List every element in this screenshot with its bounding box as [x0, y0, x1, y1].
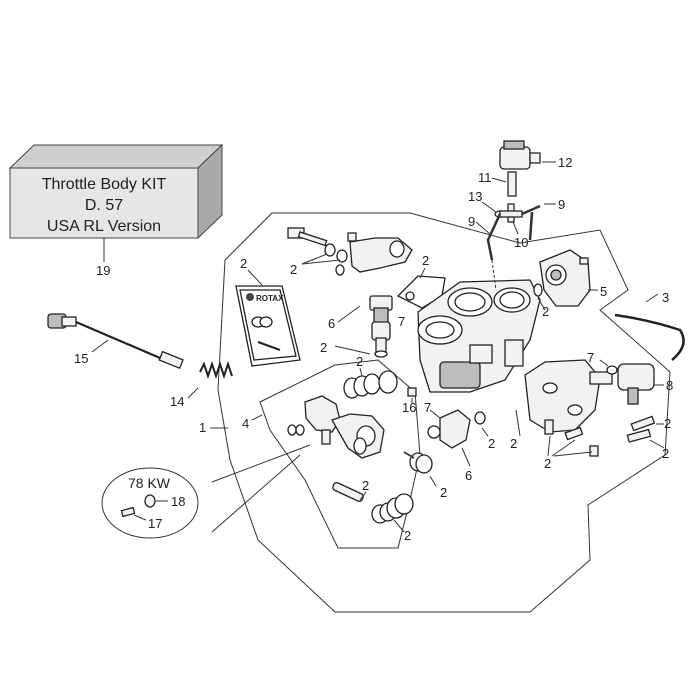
- bracket[interactable]: [396, 275, 446, 309]
- manual-booklet[interactable]: ROTAX: [235, 285, 301, 367]
- throttle-lever-top[interactable]: [347, 232, 413, 273]
- callout-4[interactable]: 4: [242, 416, 249, 431]
- screw-bottom-center[interactable]: [544, 419, 599, 457]
- callout-6-a[interactable]: 6: [328, 316, 335, 331]
- throttle-body[interactable]: [417, 279, 541, 393]
- callout-6-b[interactable]: 6: [465, 468, 472, 483]
- small-screw[interactable]: [120, 506, 136, 518]
- callout-2-k[interactable]: 2: [356, 354, 363, 369]
- callout-2-j[interactable]: 2: [488, 436, 495, 451]
- callout-3[interactable]: 3: [662, 290, 669, 305]
- callout-2-l[interactable]: 2: [440, 485, 447, 500]
- callout-16[interactable]: 16: [402, 400, 416, 415]
- screw-right-b[interactable]: [626, 428, 652, 443]
- callout-2-f[interactable]: 2: [664, 416, 671, 431]
- screw-right-a[interactable]: [630, 415, 656, 432]
- callout-2-d[interactable]: 2: [320, 340, 327, 355]
- fuel-rail[interactable]: [524, 359, 613, 433]
- callout-7-c[interactable]: 7: [424, 400, 431, 415]
- callout-13[interactable]: 13: [468, 189, 482, 204]
- pressure-regulator[interactable]: [617, 363, 655, 405]
- sensor-stem[interactable]: [507, 171, 517, 197]
- callout-17[interactable]: 17: [148, 516, 162, 531]
- callout-7-a[interactable]: 7: [398, 314, 405, 329]
- variant-label: 78 KW: [128, 475, 171, 491]
- callout-12[interactable]: 12: [558, 155, 572, 170]
- return-spring[interactable]: [199, 360, 233, 380]
- fuel-injector-right[interactable]: [427, 409, 471, 449]
- throttle-position-sensor[interactable]: [539, 249, 591, 307]
- spring-mid[interactable]: [403, 451, 433, 474]
- throttle-cable[interactable]: [47, 313, 184, 370]
- pin[interactable]: [407, 387, 417, 397]
- callout-9-a[interactable]: 9: [558, 197, 565, 212]
- callout-2-i[interactable]: 2: [510, 436, 517, 451]
- throttle-lever-lower[interactable]: [304, 395, 385, 459]
- lever-link[interactable]: [332, 481, 364, 503]
- callout-7-b[interactable]: 7: [587, 350, 594, 365]
- callout-19[interactable]: 19: [96, 263, 110, 278]
- fuel-line[interactable]: [614, 313, 685, 361]
- map-sensor[interactable]: [499, 140, 541, 170]
- callout-2-h[interactable]: 2: [544, 456, 551, 471]
- assembly-outline: [217, 212, 671, 613]
- callout-8[interactable]: 8: [666, 378, 673, 393]
- callout-2-c[interactable]: 2: [422, 253, 429, 268]
- brand-label: ROTAX: [256, 294, 284, 303]
- spring-set-bottom[interactable]: [371, 493, 414, 524]
- callout-18[interactable]: 18: [171, 494, 185, 509]
- spring-set-top[interactable]: [343, 370, 398, 399]
- kit-box[interactable]: Throttle Body KIT D. 57 USA RL Version: [8, 143, 224, 240]
- callout-2-n[interactable]: 2: [404, 528, 411, 543]
- callout-15[interactable]: 15: [74, 351, 88, 366]
- fuel-injector-left[interactable]: [369, 295, 393, 358]
- callout-2-e[interactable]: 2: [542, 304, 549, 319]
- t-fitting[interactable]: [499, 203, 523, 223]
- callout-2-a[interactable]: 2: [290, 262, 297, 277]
- kit-version: USA RL Version: [47, 218, 161, 235]
- kit-title: Throttle Body KIT: [42, 176, 167, 193]
- bushing[interactable]: [144, 494, 156, 508]
- kit-diameter: D. 57: [85, 197, 123, 214]
- screw-top[interactable]: [287, 227, 328, 247]
- callout-2-g[interactable]: 2: [662, 446, 669, 461]
- callout-5[interactable]: 5: [600, 284, 607, 299]
- callout-2-m[interactable]: 2: [362, 478, 369, 493]
- callout-10[interactable]: 10: [514, 235, 528, 250]
- callout-14[interactable]: 14: [170, 394, 184, 409]
- callout-11[interactable]: 11: [478, 170, 492, 185]
- callout-9-b[interactable]: 9: [468, 214, 475, 229]
- callout-2-b[interactable]: 2: [240, 256, 247, 271]
- callout-1[interactable]: 1: [199, 420, 206, 435]
